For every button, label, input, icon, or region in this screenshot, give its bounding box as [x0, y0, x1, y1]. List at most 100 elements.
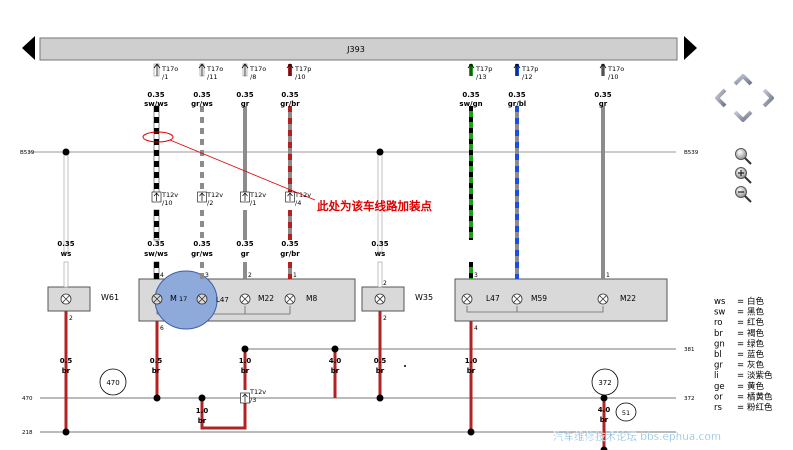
zoom-normal-icon[interactable] [735, 167, 752, 184]
connector-pin: /11 [207, 73, 217, 81]
wire-size: 4.0 [598, 406, 611, 414]
wire-color: br [467, 367, 476, 375]
junction-dot [331, 345, 339, 353]
wire-size: 0.35 [236, 240, 253, 248]
wire-color: gr/ws [191, 100, 213, 108]
zoom-out-icon[interactable] [735, 186, 752, 203]
legend-code: ge [714, 382, 725, 392]
junction-dot [600, 394, 608, 402]
pin-number: 2 [69, 315, 73, 322]
t12v-label: T12v [249, 191, 266, 199]
ground-circle-470 [99, 368, 127, 396]
legend-eq: = [737, 392, 744, 402]
connector-arrow-icon [285, 191, 295, 203]
legend-eq: = [737, 371, 744, 381]
triangle-left-icon[interactable] [22, 36, 35, 60]
junction-dot [467, 428, 475, 436]
connector-pin: /10 [608, 73, 618, 81]
wire-color: gr [241, 250, 250, 258]
j393-bus [39, 37, 678, 61]
w61-label: W61 [101, 293, 119, 302]
chevron-up-icon[interactable] [733, 73, 753, 86]
t12v-label: T12v [249, 388, 266, 396]
wire-size: 0.35 [57, 240, 74, 248]
wire-size: 4.0 [329, 357, 342, 365]
t12v-pin: /4 [295, 199, 301, 207]
l47-label-left: L47 [216, 296, 229, 304]
triangle-right-icon[interactable] [684, 36, 697, 60]
connector-label: T17p [294, 65, 311, 73]
connector-arrow-icon [197, 191, 207, 203]
legend-name: 褐色 [747, 328, 765, 339]
wire-size: 0.5 [150, 357, 163, 365]
junction-dot [600, 446, 608, 450]
connector-pin: /13 [476, 73, 486, 81]
wire-66-upper [63, 151, 69, 253]
m22-label-right: M22 [620, 294, 636, 303]
connector-arrow-icon [240, 191, 250, 203]
legend-eq: = [737, 403, 744, 413]
connector-label: T17o [607, 65, 624, 73]
wire-size: 0.35 [371, 240, 388, 248]
pin-number: 1 [293, 272, 297, 279]
m59-label: M59 [531, 294, 547, 303]
m17-label: M [170, 294, 177, 303]
pin-number: 4 [160, 272, 164, 279]
wire-color: sw/gn [459, 100, 482, 108]
legend-name: 粉红色 [747, 402, 773, 413]
wire-66-lower [63, 261, 69, 288]
chevron-down-icon[interactable] [733, 110, 753, 122]
pin-number: 3 [474, 272, 478, 279]
wire-color: br [198, 417, 207, 425]
wire-color: gr/ws [191, 250, 213, 258]
splice-highlight [142, 131, 174, 143]
wire-color: gr/bl [508, 100, 526, 108]
connector-pin: /8 [250, 73, 256, 81]
wire-size: 0.35 [193, 240, 210, 248]
pin-number: 2 [248, 272, 252, 279]
lamp-icon-m22-left [239, 293, 251, 305]
t12v-label: T12v [161, 191, 178, 199]
legend-name: 灰色 [747, 360, 765, 371]
color-legend: ws=白色sw=黑色ro=红色br=褐色gn=绿色bl=蓝色gr=灰色li=淡紫… [714, 296, 773, 413]
bus-label-b539-right: B539 [684, 150, 699, 156]
chevron-left-icon[interactable] [715, 88, 727, 108]
j393-label: J393 [346, 45, 365, 54]
wire-size: 0.35 [193, 91, 210, 99]
legend-code: ws [714, 297, 726, 307]
bus-label-470: 470 [22, 396, 33, 402]
junction-dot [153, 394, 161, 402]
wire-size: 0.35 [147, 91, 164, 99]
wire-size: 1.0 [239, 357, 252, 365]
wire-size: 1.0 [196, 407, 209, 415]
pin-number: 6 [160, 325, 164, 332]
w35-label: W35 [415, 293, 433, 302]
junction-dot [241, 345, 249, 353]
annotation-pointer [169, 139, 316, 201]
wire-color: br [331, 367, 340, 375]
ground-circle-51-label: 51 [622, 409, 630, 417]
wire-size: 1.0 [465, 357, 478, 365]
wire-202-bottom [200, 398, 247, 430]
legend-name: 白色 [747, 296, 765, 307]
connector-label: T17o [206, 65, 223, 73]
wire-color: br [600, 416, 609, 424]
pin-number: 3 [205, 272, 209, 279]
ground-circle-372 [591, 368, 619, 396]
legend-code: rs [714, 403, 722, 413]
lamp-icon-m8 [284, 293, 296, 305]
legend-eq: = [737, 329, 744, 339]
chevron-right-icon[interactable] [762, 88, 774, 108]
legend-eq: = [737, 297, 744, 307]
legend-code: bl [714, 350, 722, 360]
connector-arrow-icon [198, 63, 206, 76]
forum-watermark: 汽车维修技术论坛 bbs.ephua.com [553, 430, 721, 443]
internal-wire-right [466, 306, 604, 313]
connector-label: T17o [161, 65, 178, 73]
pin-number: 2 [383, 280, 387, 287]
zoom-in-icon[interactable] [735, 148, 752, 165]
legend-code: or [714, 392, 723, 402]
connector-label: T17o [249, 65, 266, 73]
m17-sub: 17 [179, 295, 187, 303]
